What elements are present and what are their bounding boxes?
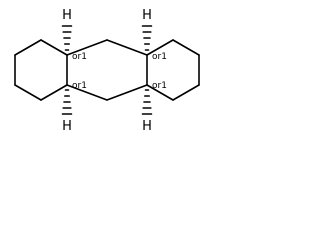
middle-ring	[66, 39, 148, 101]
bond	[172, 84, 200, 101]
hashed-wedge-bottom-right	[141, 89, 153, 115]
perhydroanthracene-structure: H H H H or1 or1 or1 or1	[14, 8, 200, 134]
stereo-label-bottom-right: or1	[152, 81, 167, 91]
bond	[14, 39, 42, 56]
stereo-label-bottom-left: or1	[72, 81, 87, 91]
bond	[66, 39, 108, 56]
bond	[66, 84, 108, 101]
bond	[106, 84, 148, 101]
stereo-label-top-left: or1	[72, 52, 87, 62]
bond	[146, 84, 174, 101]
hydrogen-label-bottom-right: H	[142, 119, 152, 134]
hashed-wedge-top-left	[61, 25, 73, 51]
hashed-wedge-bottom-left	[61, 89, 73, 115]
bond	[40, 84, 68, 101]
hydrogen-label-top-right: H	[142, 8, 152, 23]
right-ring	[146, 39, 200, 101]
bond	[106, 39, 148, 56]
hydrogen-label-top-left: H	[62, 8, 72, 23]
stereo-label-top-right: or1	[152, 52, 167, 62]
bond	[40, 39, 68, 56]
bond	[172, 39, 200, 56]
left-ring	[14, 39, 68, 101]
bond	[14, 84, 42, 101]
hashed-wedge-top-right	[141, 25, 153, 51]
bond	[146, 39, 174, 56]
hydrogen-label-bottom-left: H	[62, 119, 72, 134]
